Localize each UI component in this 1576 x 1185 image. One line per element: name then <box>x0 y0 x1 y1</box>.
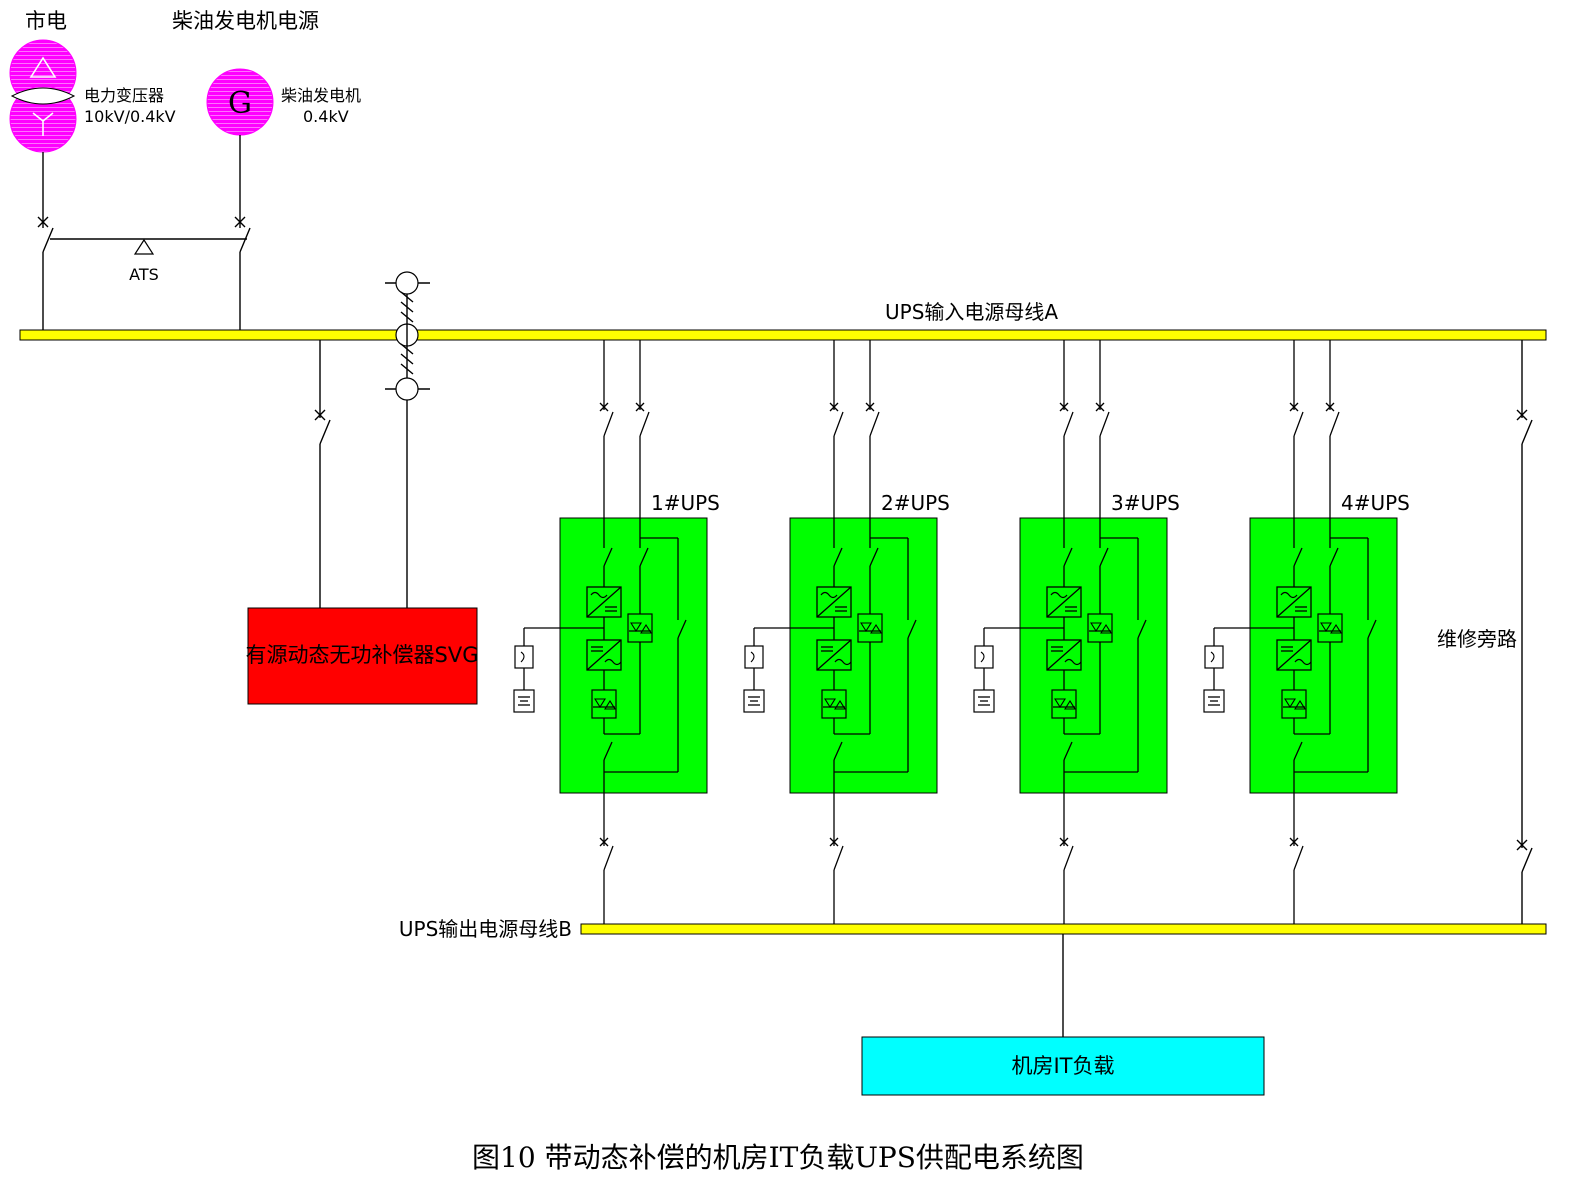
ats-icon <box>133 238 155 255</box>
ups-label: 2#UPS <box>881 491 950 515</box>
mains-title: 市电 <box>25 9 67 33</box>
generator-rating: 0.4kV <box>303 107 349 126</box>
svg-compensator-label: 有源动态无功补偿器SVG <box>246 643 479 667</box>
ats-label: ATS <box>129 265 159 284</box>
current-transformer-icon <box>385 271 430 608</box>
generator-source-title: 柴油发电机电源 <box>172 9 319 33</box>
generator-icon: G <box>206 68 274 136</box>
transformer-name: 电力变压器 <box>84 86 164 105</box>
generator-symbol: G <box>228 86 252 121</box>
bypass-label: 维修旁路 <box>1437 627 1517 651</box>
svg-compensator-box <box>247 607 478 705</box>
it-load-label: 机房IT负载 <box>1011 1054 1114 1078</box>
ats-switchgear <box>37 135 251 330</box>
transformer-rating: 10kV/0.4kV <box>84 107 176 126</box>
ups-module: 1#UPS <box>513 340 720 924</box>
it-load-box <box>861 1036 1265 1096</box>
output-bus-b <box>580 923 1547 935</box>
input-bus-a-label: UPS输入电源母线A <box>885 300 1058 324</box>
svg-feeders <box>314 271 430 608</box>
transformer-icon <box>9 39 77 153</box>
ups-label: 4#UPS <box>1341 491 1410 515</box>
ups-module: 4#UPS <box>1203 340 1410 924</box>
maintenance-bypass <box>1516 340 1533 924</box>
ups-group: 1#UPS 2#UPS 3#UPS 4#UPS <box>513 340 1410 924</box>
ups-module: 2#UPS <box>743 340 950 924</box>
ups-module: 3#UPS <box>973 340 1180 924</box>
output-bus-b-label: UPS输出电源母线B <box>399 917 572 941</box>
figure-caption: 图10 带动态补偿的机房IT负载UPS供配电系统图 <box>472 1141 1084 1174</box>
input-bus-a <box>19 329 1547 341</box>
ups-label: 1#UPS <box>651 491 720 515</box>
ups-label: 3#UPS <box>1111 491 1180 515</box>
generator-name: 柴油发电机 <box>281 86 361 105</box>
